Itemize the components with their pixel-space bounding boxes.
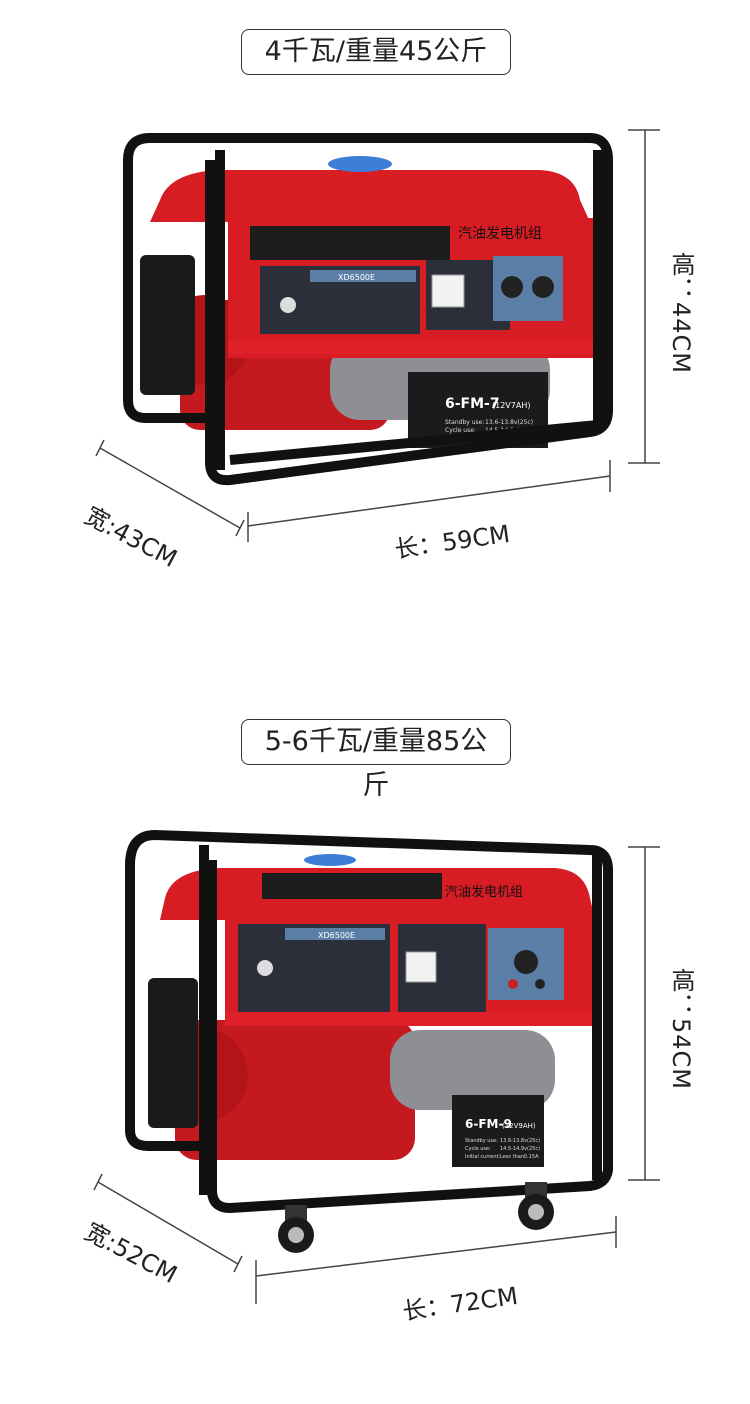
width-dimension-line (93, 1173, 243, 1273)
svg-text:Less than0.15A: Less than0.15A (500, 1154, 539, 1160)
fuel-tank (150, 170, 590, 222)
air-filter (140, 255, 195, 395)
height-label: 高：54CM (667, 968, 695, 1091)
product-title: 5-6千瓦/重量85公斤 (241, 719, 511, 801)
frame (123, 133, 613, 486)
voltmeter (405, 951, 437, 983)
model-text: XD6500E (318, 931, 355, 940)
product-section-2: 5-6千瓦/重量85公斤 6-FM-9 (12V9AH) Standby use… (0, 700, 750, 1404)
battery-spec: (12V7AH) (492, 401, 530, 410)
alternator (390, 1030, 555, 1110)
battery-spec: (12V9AH) (502, 1122, 536, 1130)
height-dimension-line (628, 129, 660, 464)
brand-strip (250, 226, 450, 260)
svg-text:13.6-13.8v(25c): 13.6-13.8v(25c) (485, 419, 533, 426)
brand-text: 汽油发电机组 (458, 226, 542, 242)
height-label: 高：44CM (667, 252, 695, 375)
svg-text:Cycle use:: Cycle use: (445, 427, 476, 434)
fuel-cap (304, 854, 356, 866)
svg-text:Initial current:: Initial current: (465, 1154, 500, 1160)
svg-text:14.5-14.9v(25c): 14.5-14.9v(25c) (500, 1146, 540, 1152)
wheel-front-right (518, 1182, 554, 1230)
length-dimension-line (247, 460, 611, 542)
model-text: XD6500E (338, 273, 375, 282)
length-dimension-line (255, 1216, 617, 1304)
svg-text:Standby use:: Standby use: (445, 419, 484, 426)
fuel-cap (328, 156, 392, 172)
svg-text:Standby use:: Standby use: (465, 1138, 498, 1144)
brand-text: 汽油发电机组 (445, 884, 523, 900)
svg-text:Cycle use:: Cycle use: (465, 1146, 491, 1152)
air-filter (148, 978, 198, 1128)
product-section-1: 4千瓦/重量45公斤 6-FM-7 (12V7AH) Standby use: … (0, 0, 750, 640)
wheel-front-left (278, 1205, 314, 1253)
battery (452, 1095, 544, 1167)
frame (125, 830, 613, 1213)
generator-image: 6-FM-9 (12V9AH) Standby use: 13.6-13.8v(… (93, 830, 660, 1304)
width-dimension-line (95, 439, 245, 537)
product-title: 4千瓦/重量45公斤 (241, 29, 511, 75)
battery-model: 6-FM-9 (465, 1117, 512, 1131)
generator-image: 6-FM-7 (12V7AH) Standby use: 13.6-13.8v(… (95, 129, 660, 542)
height-dimension-line (628, 846, 660, 1181)
svg-text:13.6-13.8v(25c): 13.6-13.8v(25c) (500, 1138, 540, 1144)
battery-model: 6-FM-7 (445, 396, 500, 412)
voltmeter (431, 274, 465, 308)
